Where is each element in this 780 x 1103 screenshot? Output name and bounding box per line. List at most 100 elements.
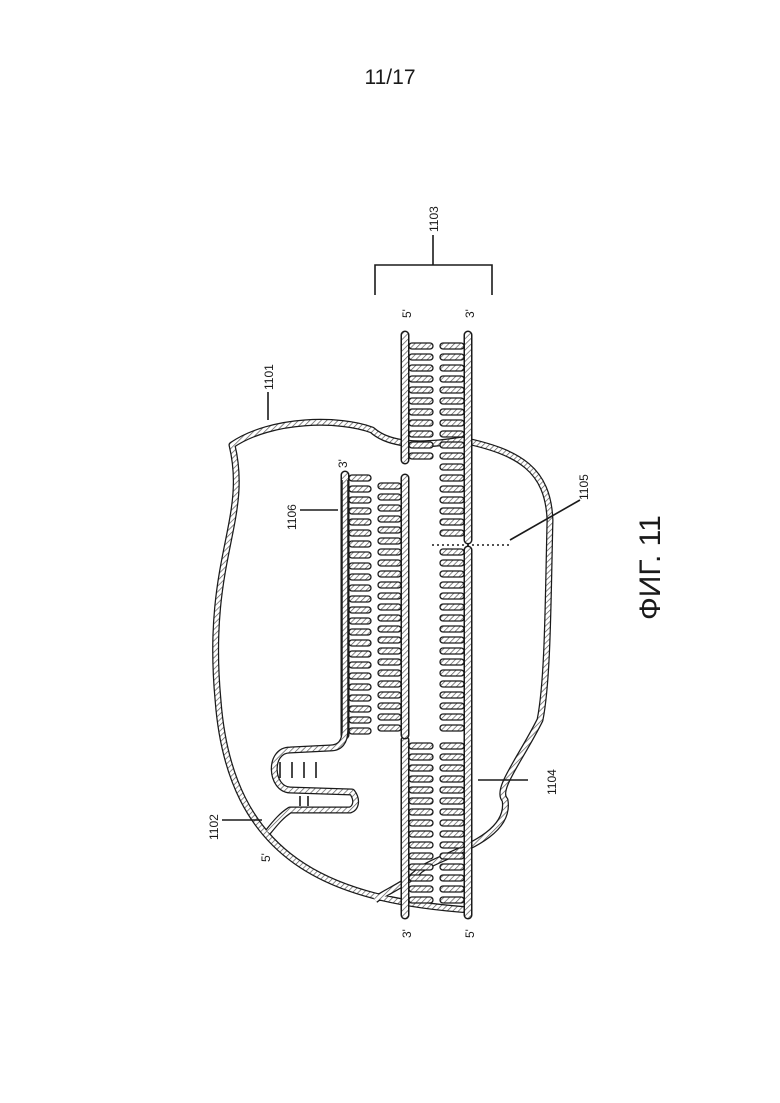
- base-tooth: [440, 648, 464, 654]
- base-tooth: [440, 659, 464, 665]
- base-tooth: [440, 409, 464, 415]
- base-tooth: [440, 365, 464, 371]
- base-tooth: [378, 692, 401, 698]
- base-tooth: [378, 560, 401, 566]
- base-tooth: [409, 409, 433, 415]
- base-tooth: [349, 475, 371, 481]
- base-tooth: [378, 516, 401, 522]
- label-1103: 1103: [427, 206, 441, 232]
- base-tooth: [409, 798, 433, 804]
- base-tooth: [409, 365, 433, 371]
- base-tooth: [349, 728, 371, 734]
- base-tooth: [409, 376, 433, 382]
- base-tooth: [440, 593, 464, 599]
- base-tooth: [440, 637, 464, 643]
- leader-1105: [510, 500, 580, 540]
- base-tooth: [349, 717, 371, 723]
- base-tooth: [349, 519, 371, 525]
- base-tooth: [409, 431, 433, 437]
- end-loop-5prime: 5': [259, 853, 273, 862]
- base-tooth: [409, 398, 433, 404]
- base-tooth: [349, 684, 371, 690]
- end-top-strand-upper: 5': [400, 309, 414, 318]
- label-1106: 1106: [285, 504, 299, 530]
- base-tooth: [440, 714, 464, 720]
- base-tooth: [349, 651, 371, 657]
- base-tooth: [409, 875, 433, 881]
- base-tooth: [378, 626, 401, 632]
- base-tooth: [440, 798, 464, 804]
- base-tooth: [378, 593, 401, 599]
- base-tooth: [349, 552, 371, 558]
- base-tooth: [409, 842, 433, 848]
- base-tooth: [349, 530, 371, 536]
- base-tooth: [349, 673, 371, 679]
- base-tooth: [349, 563, 371, 569]
- base-tooth: [378, 538, 401, 544]
- base-tooth: [440, 765, 464, 771]
- base-tooth: [440, 582, 464, 588]
- base-tooth: [409, 754, 433, 760]
- base-tooth: [378, 670, 401, 676]
- base-tooth: [440, 571, 464, 577]
- base-tooth: [440, 530, 464, 536]
- base-tooth: [349, 574, 371, 580]
- base-tooth: [349, 640, 371, 646]
- hairpin-stem-bars: [280, 762, 316, 806]
- base-tooth: [440, 670, 464, 676]
- base-tooth: [409, 886, 433, 892]
- base-tooth: [349, 607, 371, 613]
- base-tooth: [349, 706, 371, 712]
- base-tooth: [378, 604, 401, 610]
- base-tooth: [409, 442, 433, 448]
- base-tooth: [378, 549, 401, 555]
- end-top-strand-lower: 3': [463, 309, 477, 318]
- base-tooth: [409, 776, 433, 782]
- base-tooth: [409, 897, 433, 903]
- base-tooth: [349, 629, 371, 635]
- base-tooth: [440, 464, 464, 470]
- base-tooth: [409, 420, 433, 426]
- base-tooth: [409, 809, 433, 815]
- base-tooth: [378, 527, 401, 533]
- base-tooth: [349, 695, 371, 701]
- base-tooth: [440, 703, 464, 709]
- base-tooth: [440, 725, 464, 731]
- base-tooth: [378, 494, 401, 500]
- base-tooth: [440, 875, 464, 881]
- base-tooth: [378, 483, 401, 489]
- base-tooth: [378, 725, 401, 731]
- base-tooth: [409, 354, 433, 360]
- base-tooth: [409, 765, 433, 771]
- base-tooth: [440, 743, 464, 749]
- base-tooth: [440, 453, 464, 459]
- base-tooth: [440, 549, 464, 555]
- base-tooth: [409, 820, 433, 826]
- hairpin-1102: [268, 480, 356, 832]
- base-tooth: [440, 431, 464, 437]
- base-tooth: [378, 505, 401, 511]
- base-tooth: [349, 662, 371, 668]
- base-tooth: [440, 508, 464, 514]
- base-tooth: [378, 648, 401, 654]
- base-tooth: [378, 582, 401, 588]
- end-probe-upper: 3': [336, 459, 350, 468]
- base-tooth: [409, 787, 433, 793]
- base-tooth: [378, 659, 401, 665]
- base-tooth: [378, 714, 401, 720]
- end-bottom-strand-lower: 5': [463, 929, 477, 938]
- base-tooth: [440, 354, 464, 360]
- base-tooth: [409, 853, 433, 859]
- label-1102: 1102: [207, 814, 221, 840]
- base-tooth: [440, 754, 464, 760]
- base-tooth: [409, 864, 433, 870]
- base-tooth: [440, 519, 464, 525]
- base-tooth: [440, 420, 464, 426]
- base-tooth: [440, 560, 464, 566]
- base-tooth: [440, 831, 464, 837]
- base-tooth: [440, 864, 464, 870]
- base-tooth: [349, 585, 371, 591]
- base-tooth: [378, 681, 401, 687]
- base-tooth: [409, 453, 433, 459]
